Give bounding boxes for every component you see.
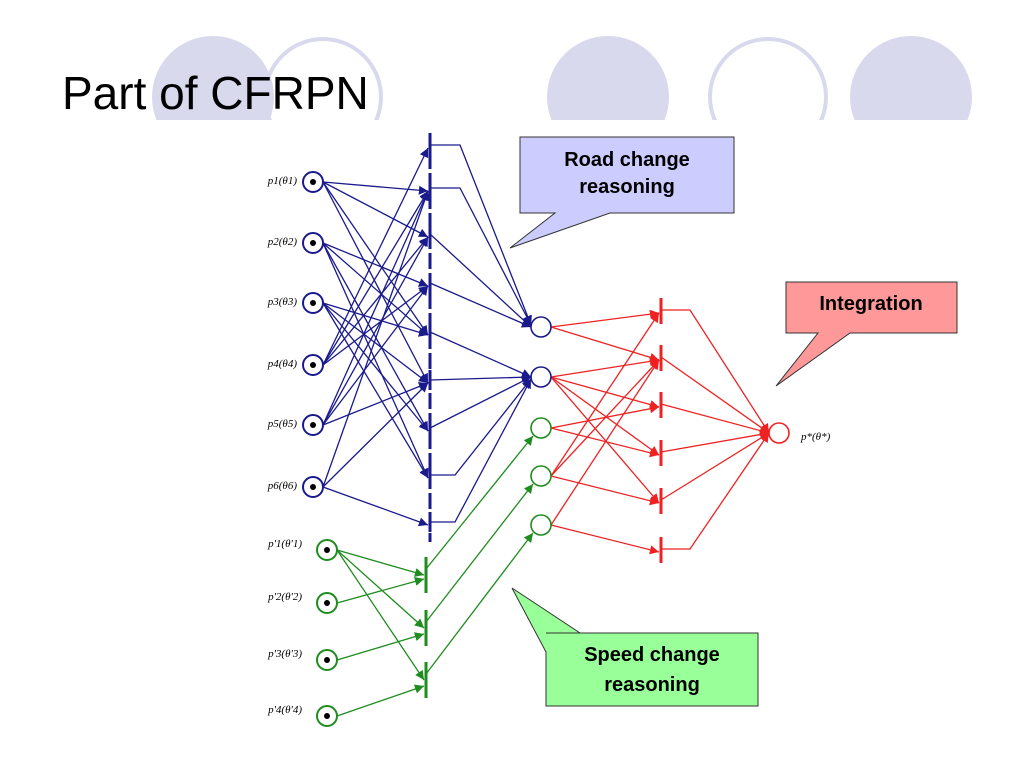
arc-road-output bbox=[429, 282, 532, 328]
arc-road-input bbox=[322, 190, 430, 488]
arc-integration-input bbox=[550, 356, 660, 378]
speed-result-place bbox=[530, 514, 552, 536]
token bbox=[324, 657, 330, 663]
arc-speed-output bbox=[425, 435, 534, 570]
road-callout-line2: reasoning bbox=[579, 176, 675, 198]
token bbox=[310, 422, 316, 428]
arc-speed-input bbox=[336, 549, 425, 577]
arc-integration-input bbox=[550, 475, 660, 506]
speed-place-label: p'2(θ'2) bbox=[267, 591, 302, 603]
arc-integration-output bbox=[661, 432, 770, 550]
arc-road-input bbox=[322, 382, 429, 488]
speed-callout-line2: reasoning bbox=[604, 674, 700, 696]
speed-callout-box bbox=[511, 587, 759, 707]
slide-title: Part of CFRPN bbox=[62, 67, 369, 119]
road-place-label: p2(θ2) bbox=[267, 236, 298, 248]
arc-speed-input bbox=[336, 632, 425, 661]
road-place-label: p6(θ6) bbox=[267, 480, 298, 492]
output-place-label: p*(θ*) bbox=[800, 431, 831, 443]
road-callout-box bbox=[509, 136, 735, 249]
road-result-place bbox=[530, 316, 552, 338]
arc-road-input bbox=[322, 242, 429, 479]
speed-result-place bbox=[530, 417, 552, 439]
arc-integration-output bbox=[660, 432, 770, 501]
arc-integration-input bbox=[550, 376, 660, 409]
arc-road-input bbox=[322, 236, 429, 426]
road-place-label: p3(θ3) bbox=[267, 296, 298, 308]
arc-road-input bbox=[322, 190, 429, 426]
road-place-label: p4(θ4) bbox=[267, 358, 298, 370]
arc-integration-output bbox=[660, 430, 770, 453]
integration-callout-label: Integration bbox=[819, 293, 922, 315]
arc-road-output bbox=[430, 378, 532, 523]
speed-callout-line1: Speed change bbox=[584, 644, 720, 666]
arc-road-input bbox=[322, 285, 429, 426]
arc-integration-input bbox=[550, 376, 660, 456]
arc-road-input bbox=[322, 242, 429, 336]
arc-road-output bbox=[430, 187, 532, 326]
arc-integration-input bbox=[550, 312, 660, 477]
token bbox=[324, 547, 330, 553]
arc-road-input bbox=[322, 181, 429, 195]
arc-road-input bbox=[322, 302, 429, 432]
token bbox=[310, 362, 316, 368]
arc-road-input bbox=[322, 382, 429, 426]
arc-road-input bbox=[322, 190, 429, 366]
speed-place-label: p'4(θ'4) bbox=[267, 704, 302, 716]
speed-place-label: p'3(θ'3) bbox=[267, 648, 302, 660]
arc-integration-input bbox=[550, 376, 660, 504]
arc-integration-output bbox=[661, 309, 770, 434]
arc-road-output bbox=[429, 376, 532, 429]
arc-speed-input bbox=[336, 549, 425, 629]
arc-road-input bbox=[322, 285, 429, 366]
arc-integration-output bbox=[660, 403, 770, 436]
arc-road-input bbox=[322, 242, 429, 287]
integration-callout-box bbox=[775, 281, 958, 387]
token bbox=[324, 713, 330, 719]
road-place-label: p1(θ1) bbox=[267, 175, 298, 187]
arc-road-output bbox=[430, 378, 532, 476]
token bbox=[310, 484, 316, 490]
arc-speed-input bbox=[336, 684, 425, 717]
arc-road-input bbox=[322, 302, 429, 337]
arc-road-output bbox=[429, 331, 532, 378]
token bbox=[310, 179, 316, 185]
arc-speed-output bbox=[425, 532, 534, 675]
arc-road-input bbox=[322, 181, 429, 384]
arc-road-input bbox=[322, 236, 429, 366]
road-callout-line1: Road change bbox=[564, 149, 690, 171]
speed-result-place bbox=[530, 465, 552, 487]
arc-integration-input bbox=[550, 309, 660, 328]
arc-road-input bbox=[322, 486, 429, 527]
arc-speed-input bbox=[336, 549, 425, 681]
arc-integration-output bbox=[660, 356, 770, 434]
arc-integration-input bbox=[550, 524, 660, 555]
arc-road-input bbox=[322, 147, 429, 366]
arc-integration-input bbox=[550, 359, 660, 477]
arc-road-input bbox=[322, 302, 429, 384]
token bbox=[324, 600, 330, 606]
integrated-output-place bbox=[768, 422, 790, 444]
arc-road-output bbox=[430, 144, 532, 326]
arc-road-output bbox=[429, 372, 532, 382]
speed-place-label: p'1(θ'1) bbox=[267, 538, 302, 550]
road-result-place bbox=[530, 366, 552, 388]
token bbox=[310, 300, 316, 306]
road-place-label: p5(θ5) bbox=[267, 418, 298, 430]
arc-road-input bbox=[322, 302, 429, 479]
arc-speed-output bbox=[425, 483, 534, 623]
arc-integration-input bbox=[550, 326, 660, 362]
token bbox=[310, 240, 316, 246]
arc-integration-input bbox=[550, 359, 660, 526]
arc-speed-input bbox=[336, 577, 425, 604]
arc-road-input bbox=[322, 181, 429, 238]
arc-road-output bbox=[429, 233, 532, 328]
